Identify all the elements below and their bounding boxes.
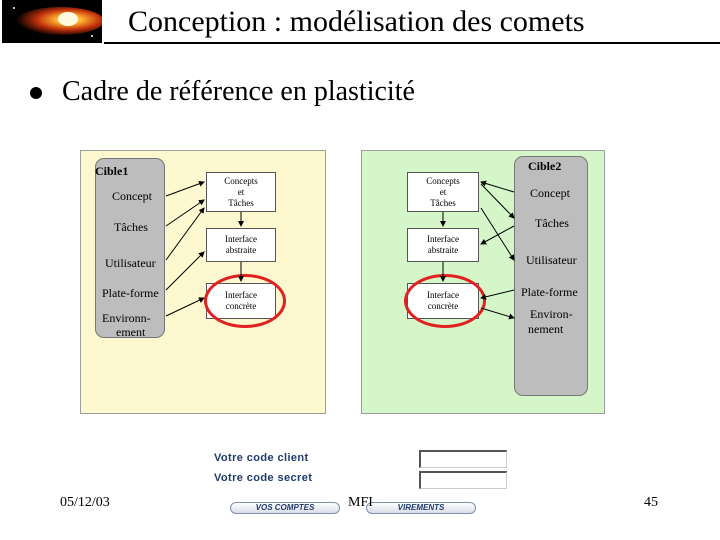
right-context-column	[514, 156, 588, 396]
arrow	[480, 289, 515, 300]
arrow	[480, 225, 515, 245]
secret-code-input[interactable]	[419, 471, 507, 489]
bullet-marker	[30, 87, 42, 99]
title-underline	[104, 42, 720, 44]
arrow	[165, 297, 205, 317]
right-highlight-ring	[404, 274, 486, 328]
left-target-name: Cible1	[95, 164, 129, 178]
left-highlight-ring	[204, 274, 286, 328]
right-level-plateforme: Plate-forme	[521, 285, 578, 299]
right-box-concepts-taches: Concepts et Tâches	[407, 172, 479, 212]
footer-date: 05/12/03	[60, 495, 110, 510]
slide-title: Conception : modélisation des comets	[128, 5, 585, 38]
left-level-concept: Concept	[112, 189, 152, 203]
arrow	[165, 251, 205, 291]
bullet-text: Cadre de référence en plasticité	[62, 76, 415, 107]
box-line: Interface	[427, 234, 459, 244]
left-level-plateforme: Plate-forme	[102, 286, 159, 300]
right-level-concept: Concept	[530, 186, 570, 200]
arrow	[480, 207, 515, 261]
box-line: Concepts	[224, 175, 258, 186]
right-target-name: Cible2	[528, 159, 562, 173]
plasticity-framework-diagram: Cible1 Concept Tâches Utilisateur Plate-…	[80, 148, 606, 416]
left-box-concepts-taches: Concepts et Tâches	[206, 172, 276, 212]
footer-center: MFI	[348, 495, 373, 510]
right-level-taches: Tâches	[535, 216, 569, 230]
right-box-interface-abstraite: Interface abstraite	[407, 228, 479, 262]
box-line: et	[439, 186, 447, 197]
client-code-input[interactable]	[419, 450, 507, 468]
box-line: et	[237, 186, 245, 197]
right-level-environnement-2: nement	[528, 322, 564, 336]
left-box-interface-abstraite: Interface abstraite	[206, 228, 276, 262]
page-number: 45	[644, 495, 658, 510]
secret-code-label: Votre code secret	[214, 472, 313, 484]
arrow	[165, 180, 205, 197]
arrow	[165, 199, 205, 227]
box-line: abstraite	[225, 245, 257, 255]
arrow	[480, 183, 515, 219]
box-line: Tâches	[430, 197, 456, 208]
arrow	[480, 307, 515, 320]
left-context-column	[95, 158, 165, 338]
left-level-environnement-2: ement	[116, 325, 146, 339]
box-line: Concepts	[426, 175, 460, 186]
left-level-taches: Tâches	[114, 220, 148, 234]
comet-logo	[2, 0, 102, 43]
box-line: Tâches	[228, 197, 254, 208]
client-code-label: Votre code client	[214, 452, 309, 464]
box-line: Interface	[225, 234, 257, 244]
arrow	[480, 180, 515, 193]
arrow	[165, 207, 205, 261]
diagram-arrows	[165, 180, 515, 320]
box-line: abstraite	[427, 245, 459, 255]
left-level-environnement-1: Environn-	[102, 311, 151, 325]
vos-comptes-button[interactable]: VOS COMPTES	[230, 502, 340, 514]
left-level-utilisateur: Utilisateur	[105, 256, 156, 270]
right-level-utilisateur: Utilisateur	[526, 253, 577, 267]
virements-button[interactable]: VIREMENTS	[366, 502, 476, 514]
right-level-environnement-1: Environ-	[530, 307, 573, 321]
